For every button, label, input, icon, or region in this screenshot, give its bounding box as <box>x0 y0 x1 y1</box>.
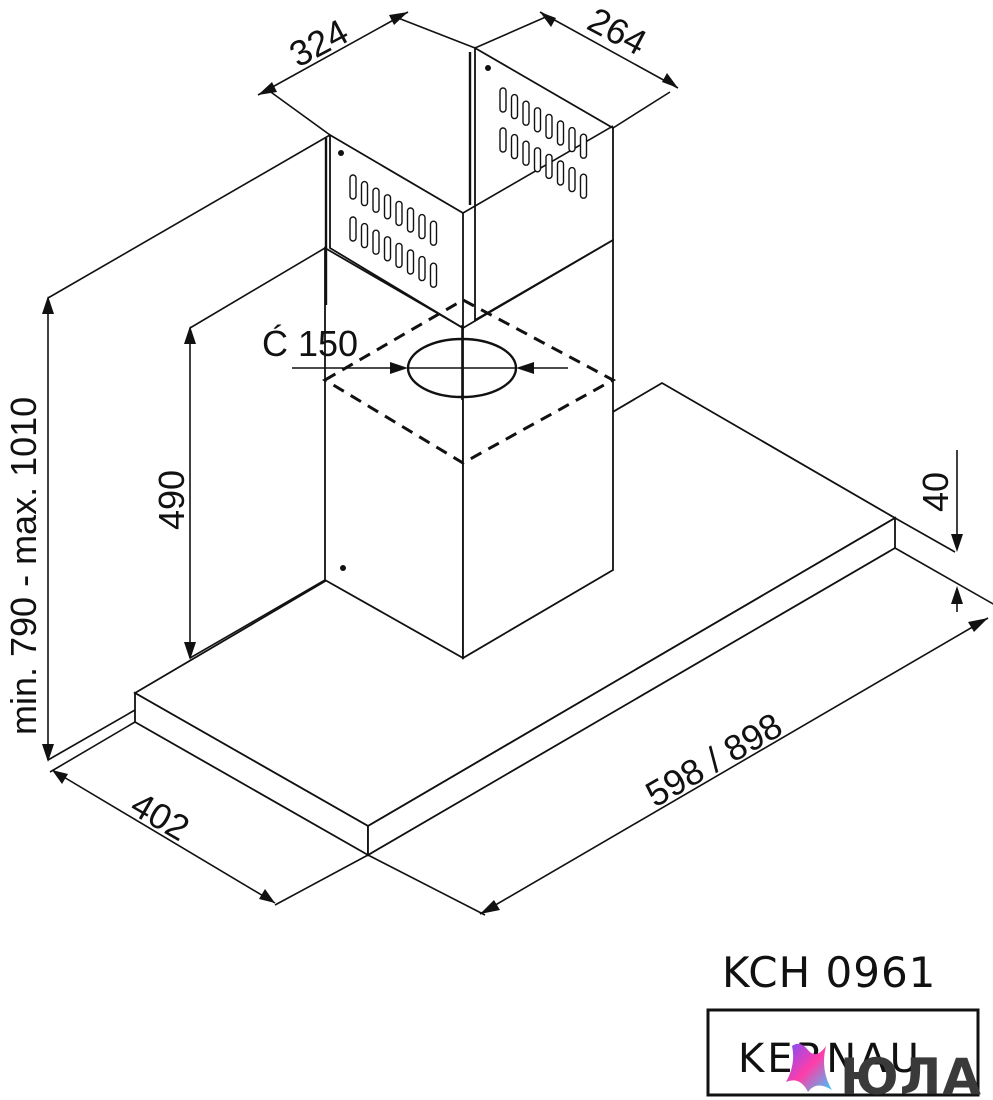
watermark-logo: ЮЛА <box>786 1043 982 1100</box>
vent-slot <box>418 255 426 282</box>
vent-slot <box>510 93 519 120</box>
vent-slots-right <box>499 87 588 199</box>
duct-diameter-dimension: Ć 150 <box>262 323 568 374</box>
vent-slot <box>349 174 357 200</box>
chimney-width-label: 324 <box>283 11 355 75</box>
vent-slot <box>568 166 576 193</box>
vent-slot <box>383 236 392 262</box>
vent-slot <box>383 194 392 220</box>
vent-slot <box>418 213 426 240</box>
vent-slot <box>556 160 565 186</box>
vent-slot <box>406 249 415 275</box>
vent-slot <box>360 222 369 249</box>
vent-slot <box>349 216 357 242</box>
vent-slot <box>579 173 588 199</box>
vent-slot <box>360 180 369 207</box>
bracket-right-face <box>474 46 614 322</box>
vent-slots-left <box>349 174 438 288</box>
vent-slot <box>372 229 380 255</box>
canopy-height-label: 40 <box>915 472 956 512</box>
vent-slot <box>522 100 530 126</box>
chimney-depth-label: 264 <box>581 0 653 63</box>
vent-slot <box>579 133 588 159</box>
model-number: KCH 0961 <box>722 948 936 997</box>
vent-slot <box>395 242 403 269</box>
canopy-depth-label: 402 <box>124 783 197 849</box>
lower-chimney <box>324 238 614 660</box>
vent-slot <box>545 113 553 140</box>
vent-slot <box>395 200 403 227</box>
brand-name: KERNAU <box>738 1036 922 1082</box>
lower-chimney-height-dimension: 490 <box>151 247 326 660</box>
vent-slot <box>429 262 438 288</box>
screw-dot <box>338 150 344 156</box>
vent-slot <box>372 187 380 213</box>
screw-dot <box>485 65 491 71</box>
watermark-icon <box>786 1043 832 1092</box>
vent-slot <box>429 220 438 246</box>
lower-chimney-height-label: 490 <box>151 470 192 530</box>
screw-dot <box>340 565 346 571</box>
vent-slot <box>533 107 542 133</box>
upper-chimney-bracket <box>324 46 614 330</box>
vent-slot <box>499 127 507 153</box>
vent-slot <box>406 207 415 233</box>
total-height-label: min. 790 - max. 1010 <box>3 397 44 735</box>
vent-slot <box>556 120 565 146</box>
canopy-width-label: 598 / 898 <box>639 704 790 815</box>
vent-slot <box>499 87 507 113</box>
duct-diameter-label: Ć 150 <box>262 323 358 364</box>
vent-slot <box>568 126 576 153</box>
vent-slot <box>510 133 519 160</box>
vent-slot <box>522 140 530 166</box>
chimney-width-dimension: 324 <box>257 11 476 136</box>
brand-logo: KERNAU <box>706 1008 980 1097</box>
canopy-height-dimension: 40 <box>894 450 993 612</box>
vent-slot <box>533 147 542 173</box>
watermark-text: ЮЛА <box>840 1048 982 1100</box>
vent-slot <box>545 153 553 180</box>
total-height-dimension: min. 790 - max. 1010 <box>3 134 331 762</box>
